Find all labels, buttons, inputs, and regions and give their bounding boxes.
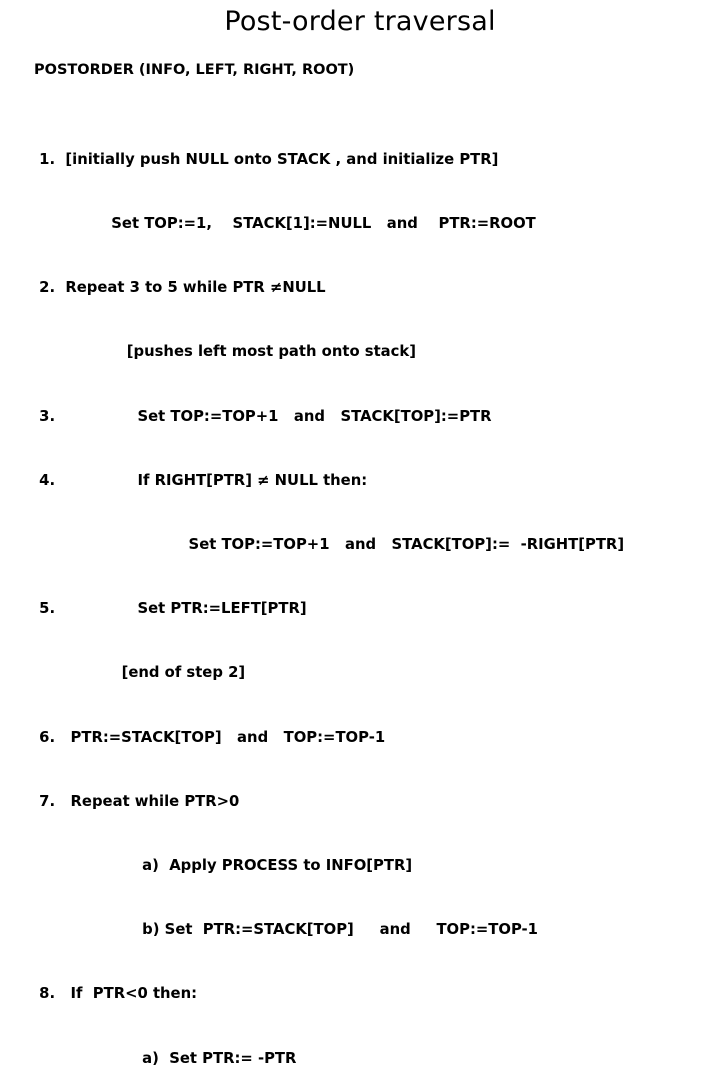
algorithm-line: 8. If PTR<0 then:	[34, 985, 198, 1003]
algorithm-line: 2. Repeat 3 to 5 while PTR ≠NULL	[34, 279, 326, 297]
page-title: Post-order traversal	[224, 6, 496, 37]
algorithm-line: Set TOP:=TOP+1 and STACK[TOP]:= -RIGHT[P…	[34, 536, 625, 554]
algorithm-line: 3. Set TOP:=TOP+1 and STACK[TOP]:=PTR	[34, 407, 492, 425]
algorithm-line: [end of step 2]	[34, 664, 246, 682]
algorithm-line: a) Set PTR:= -PTR	[34, 1049, 297, 1067]
algorithm-line: [pushes left most path onto stack]	[34, 343, 417, 361]
algorithm-line: b) Set PTR:=STACK[TOP] and TOP:=TOP-1	[34, 921, 538, 939]
algorithm-line: 6. PTR:=STACK[TOP] and TOP:=TOP-1	[34, 728, 386, 746]
algorithm-line: 1. [initially push NULL onto STACK , and…	[34, 150, 499, 168]
algorithm-line: 4. If RIGHT[PTR] ≠ NULL then:	[34, 471, 368, 489]
algorithm-line: 5. Set PTR:=LEFT[PTR]	[34, 600, 307, 618]
algorithm-line: a) Apply PROCESS to INFO[PTR]	[34, 857, 413, 875]
slide: Post-order traversal POSTORDER (INFO, LE…	[34, 6, 624, 1067]
algorithm-steps: 1. [initially push NULL onto STACK , and…	[34, 106, 706, 1080]
algorithm-signature: POSTORDER (INFO, LEFT, RIGHT, ROOT)	[34, 62, 355, 78]
algorithm-line: 7. Repeat while PTR>0	[34, 792, 240, 810]
algorithm-line: Set TOP:=1, STACK[1]:=NULL and PTR:=ROOT	[34, 215, 536, 233]
